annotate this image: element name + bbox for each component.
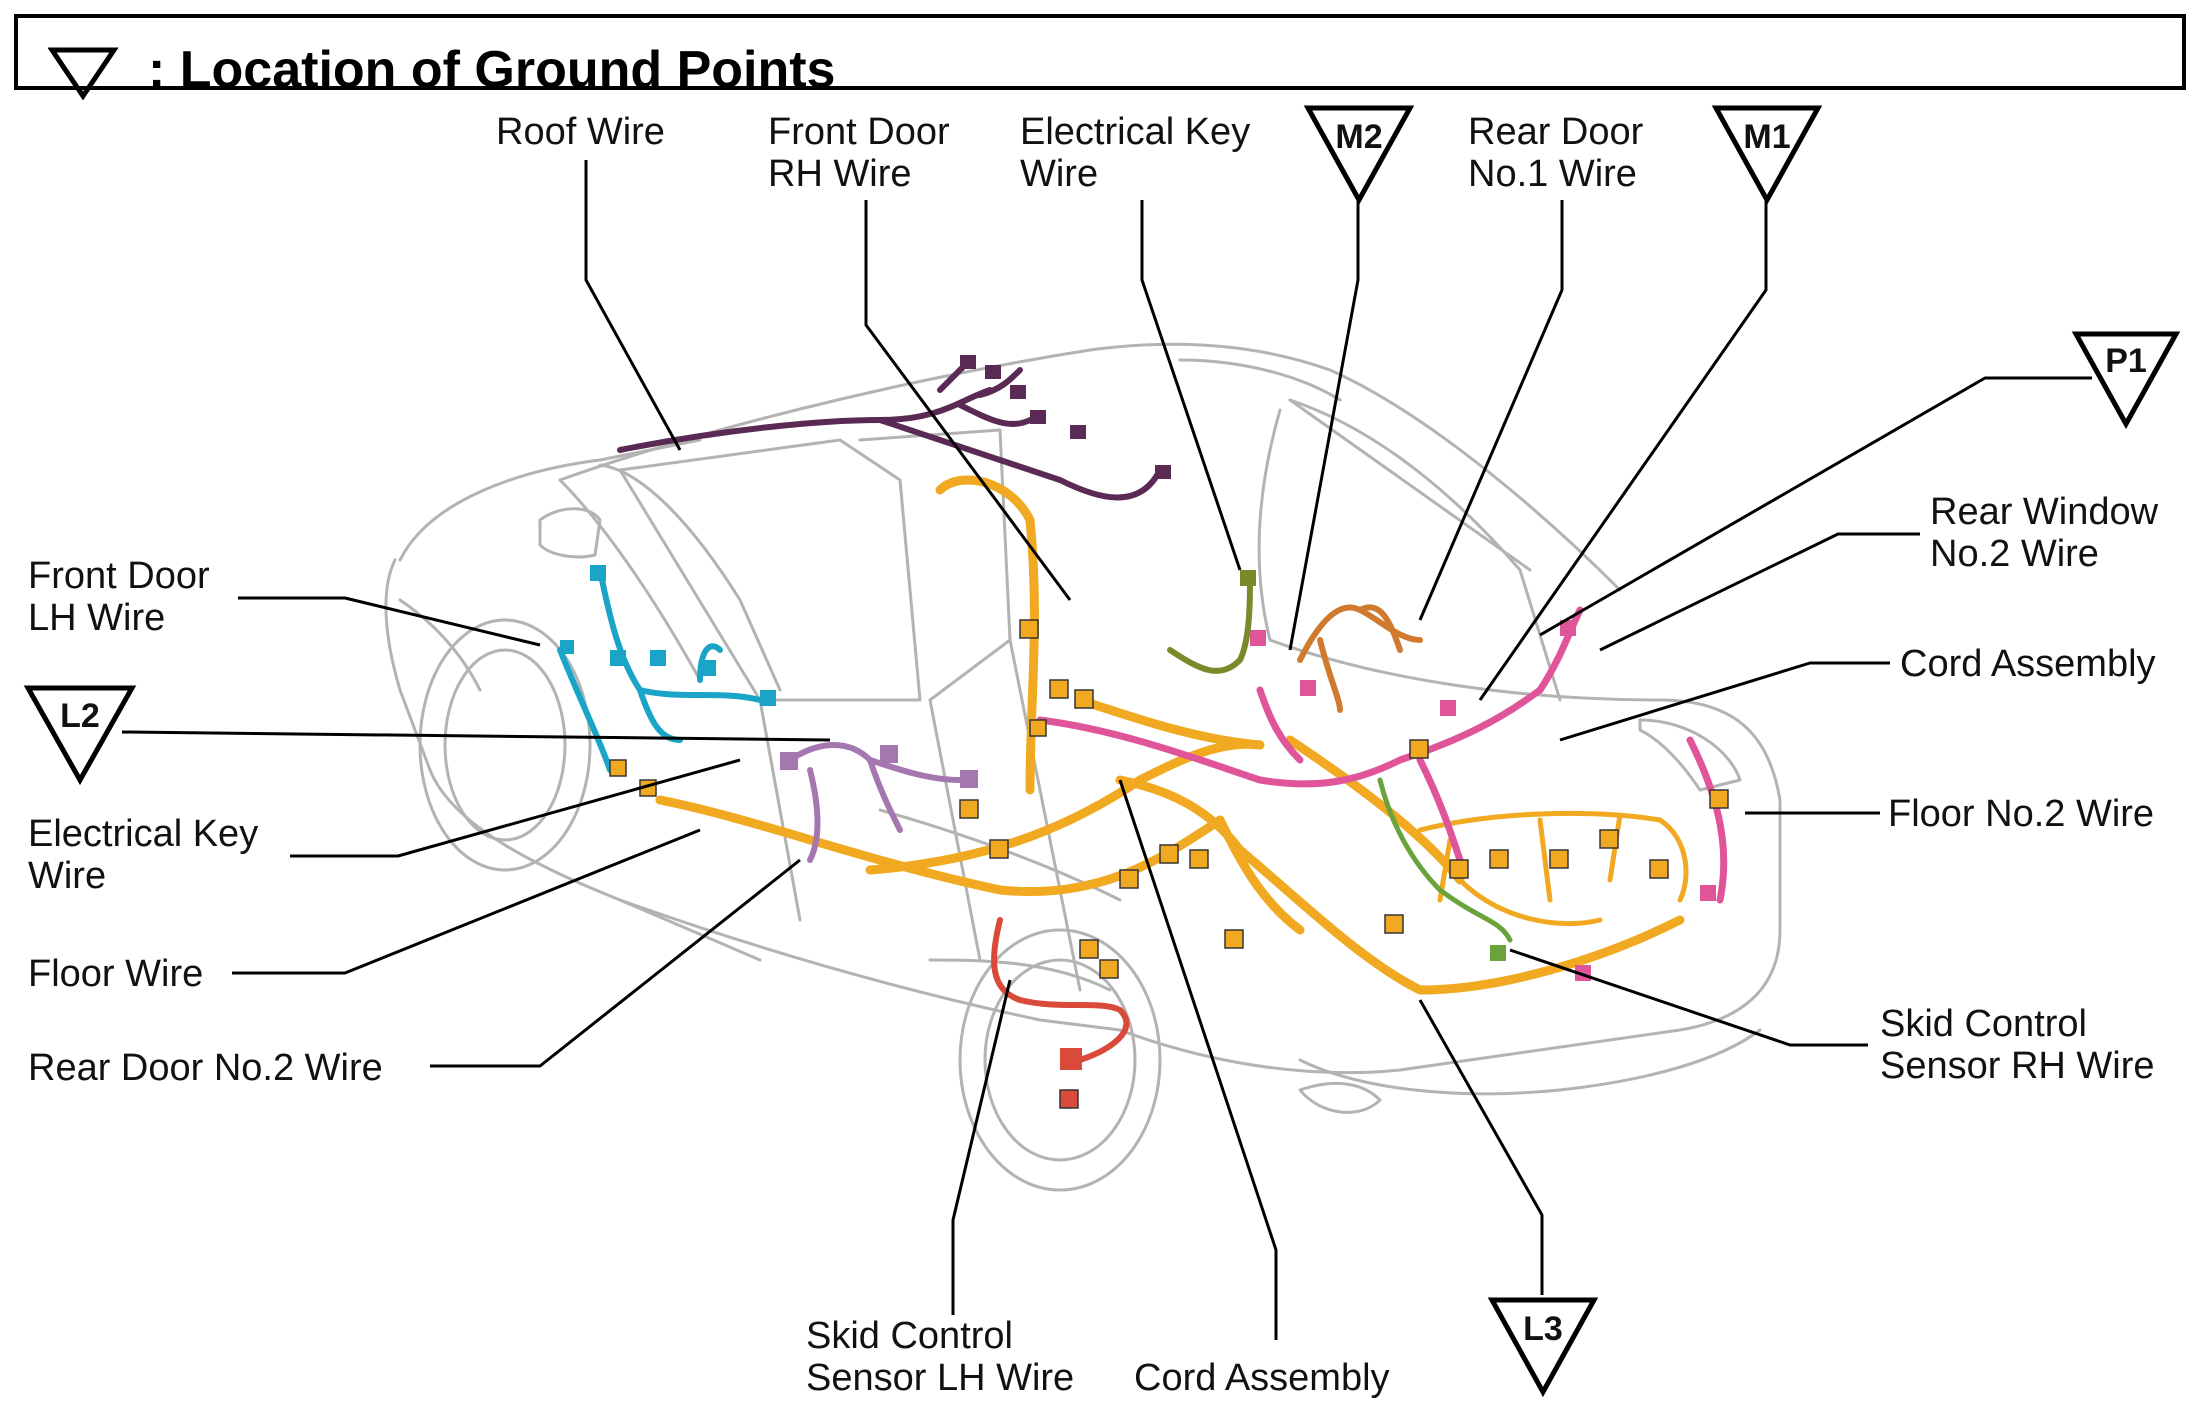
skid-control-rh-harness bbox=[1377, 777, 1513, 943]
label-skid-lh-line1: Skid Control bbox=[806, 1315, 1013, 1357]
ground-point-triangle-icon bbox=[1303, 105, 1415, 206]
ground-point-triangle-icon bbox=[48, 47, 119, 100]
label-front-door-lh-line1: Front Door bbox=[28, 555, 210, 597]
label-electrical-key-left-line2: Wire bbox=[28, 855, 106, 897]
label-floor-no2-wire: Floor No.2 Wire bbox=[1888, 793, 2154, 835]
label-electrical-key-top-line2: Wire bbox=[1020, 153, 1098, 195]
rear-door-no2-connectors bbox=[780, 745, 978, 788]
wire-labels: Roof Wire Front Door RH Wire Electrical … bbox=[28, 111, 2159, 1399]
label-rear-door-no1-line1: Rear Door bbox=[1468, 111, 1644, 153]
label-rear-window-line1: Rear Window bbox=[1930, 491, 2159, 533]
page-title: : Location of Ground Points bbox=[148, 41, 836, 99]
ground-point-m2-label: M2 bbox=[1335, 118, 1382, 156]
label-front-door-rh-line1: Front Door bbox=[768, 111, 950, 153]
skid-control-lh-harness bbox=[991, 917, 1130, 1063]
ground-point-p1[interactable]: P1 bbox=[2071, 331, 2181, 430]
header-bar: : Location of Ground Points bbox=[14, 14, 2186, 100]
floor-wire-connectors bbox=[609, 619, 1729, 1109]
ground-point-m2[interactable]: M2 bbox=[1303, 105, 1415, 206]
label-electrical-key-top-line1: Electrical Key bbox=[1020, 111, 1250, 153]
electrical-key-harness bbox=[1167, 577, 1253, 674]
floor-no2-wire-harness bbox=[1417, 810, 1689, 927]
ground-point-l3[interactable]: L3 bbox=[1487, 1297, 1599, 1398]
label-cord-assembly-right: Cord Assembly bbox=[1900, 643, 2156, 685]
ground-point-triangle-icon bbox=[1711, 105, 1823, 206]
rear-door-no1-harness bbox=[1297, 604, 1423, 713]
label-rear-door-no2-wire: Rear Door No.2 Wire bbox=[28, 1047, 383, 1089]
ground-point-l2-label: L2 bbox=[60, 697, 100, 735]
label-skid-rh-line1: Skid Control bbox=[1880, 1003, 2087, 1045]
label-rear-door-no1-line2: No.1 Wire bbox=[1468, 153, 1637, 195]
ground-point-triangle-icon bbox=[2071, 331, 2181, 430]
ground-point-triangle-icon bbox=[1487, 1297, 1599, 1398]
front-door-lh-connectors bbox=[560, 565, 776, 706]
label-front-door-lh-line2: LH Wire bbox=[28, 597, 165, 639]
label-rear-window-line2: No.2 Wire bbox=[1930, 533, 2099, 575]
electrical-key-connector bbox=[1240, 570, 1256, 586]
label-roof-wire: Roof Wire bbox=[496, 111, 665, 153]
ground-point-l3-label: L3 bbox=[1523, 1310, 1563, 1348]
car-outline bbox=[384, 342, 1782, 1192]
ground-point-p1-label: P1 bbox=[2105, 342, 2147, 380]
ground-point-l2[interactable]: L2 bbox=[23, 685, 137, 786]
floor-wire-harness bbox=[655, 475, 1685, 995]
ground-point-m1-label: M1 bbox=[1743, 118, 1790, 156]
ground-point-m1[interactable]: M1 bbox=[1711, 105, 1823, 206]
rear-door-no2-harness bbox=[787, 742, 963, 863]
floor-no2-pink-harness bbox=[1036, 606, 1728, 904]
floor-no2-pink-connectors bbox=[1250, 620, 1716, 981]
label-skid-rh-line2: Sensor RH Wire bbox=[1880, 1045, 2155, 1087]
label-skid-lh-line2: Sensor LH Wire bbox=[806, 1357, 1074, 1399]
roof-wire-harness bbox=[617, 357, 1163, 501]
label-electrical-key-left-line1: Electrical Key bbox=[28, 813, 258, 855]
skid-lh-connector bbox=[1060, 1048, 1082, 1070]
skid-rh-connector bbox=[1490, 945, 1506, 961]
label-front-door-rh-line2: RH Wire bbox=[768, 153, 912, 195]
label-floor-wire: Floor Wire bbox=[28, 953, 203, 995]
ground-point-triangle-icon bbox=[23, 685, 137, 786]
roof-wire-connectors bbox=[960, 355, 1171, 479]
label-cord-assembly-bottom: Cord Assembly bbox=[1134, 1357, 1390, 1399]
leader-lines bbox=[121, 160, 2092, 1340]
